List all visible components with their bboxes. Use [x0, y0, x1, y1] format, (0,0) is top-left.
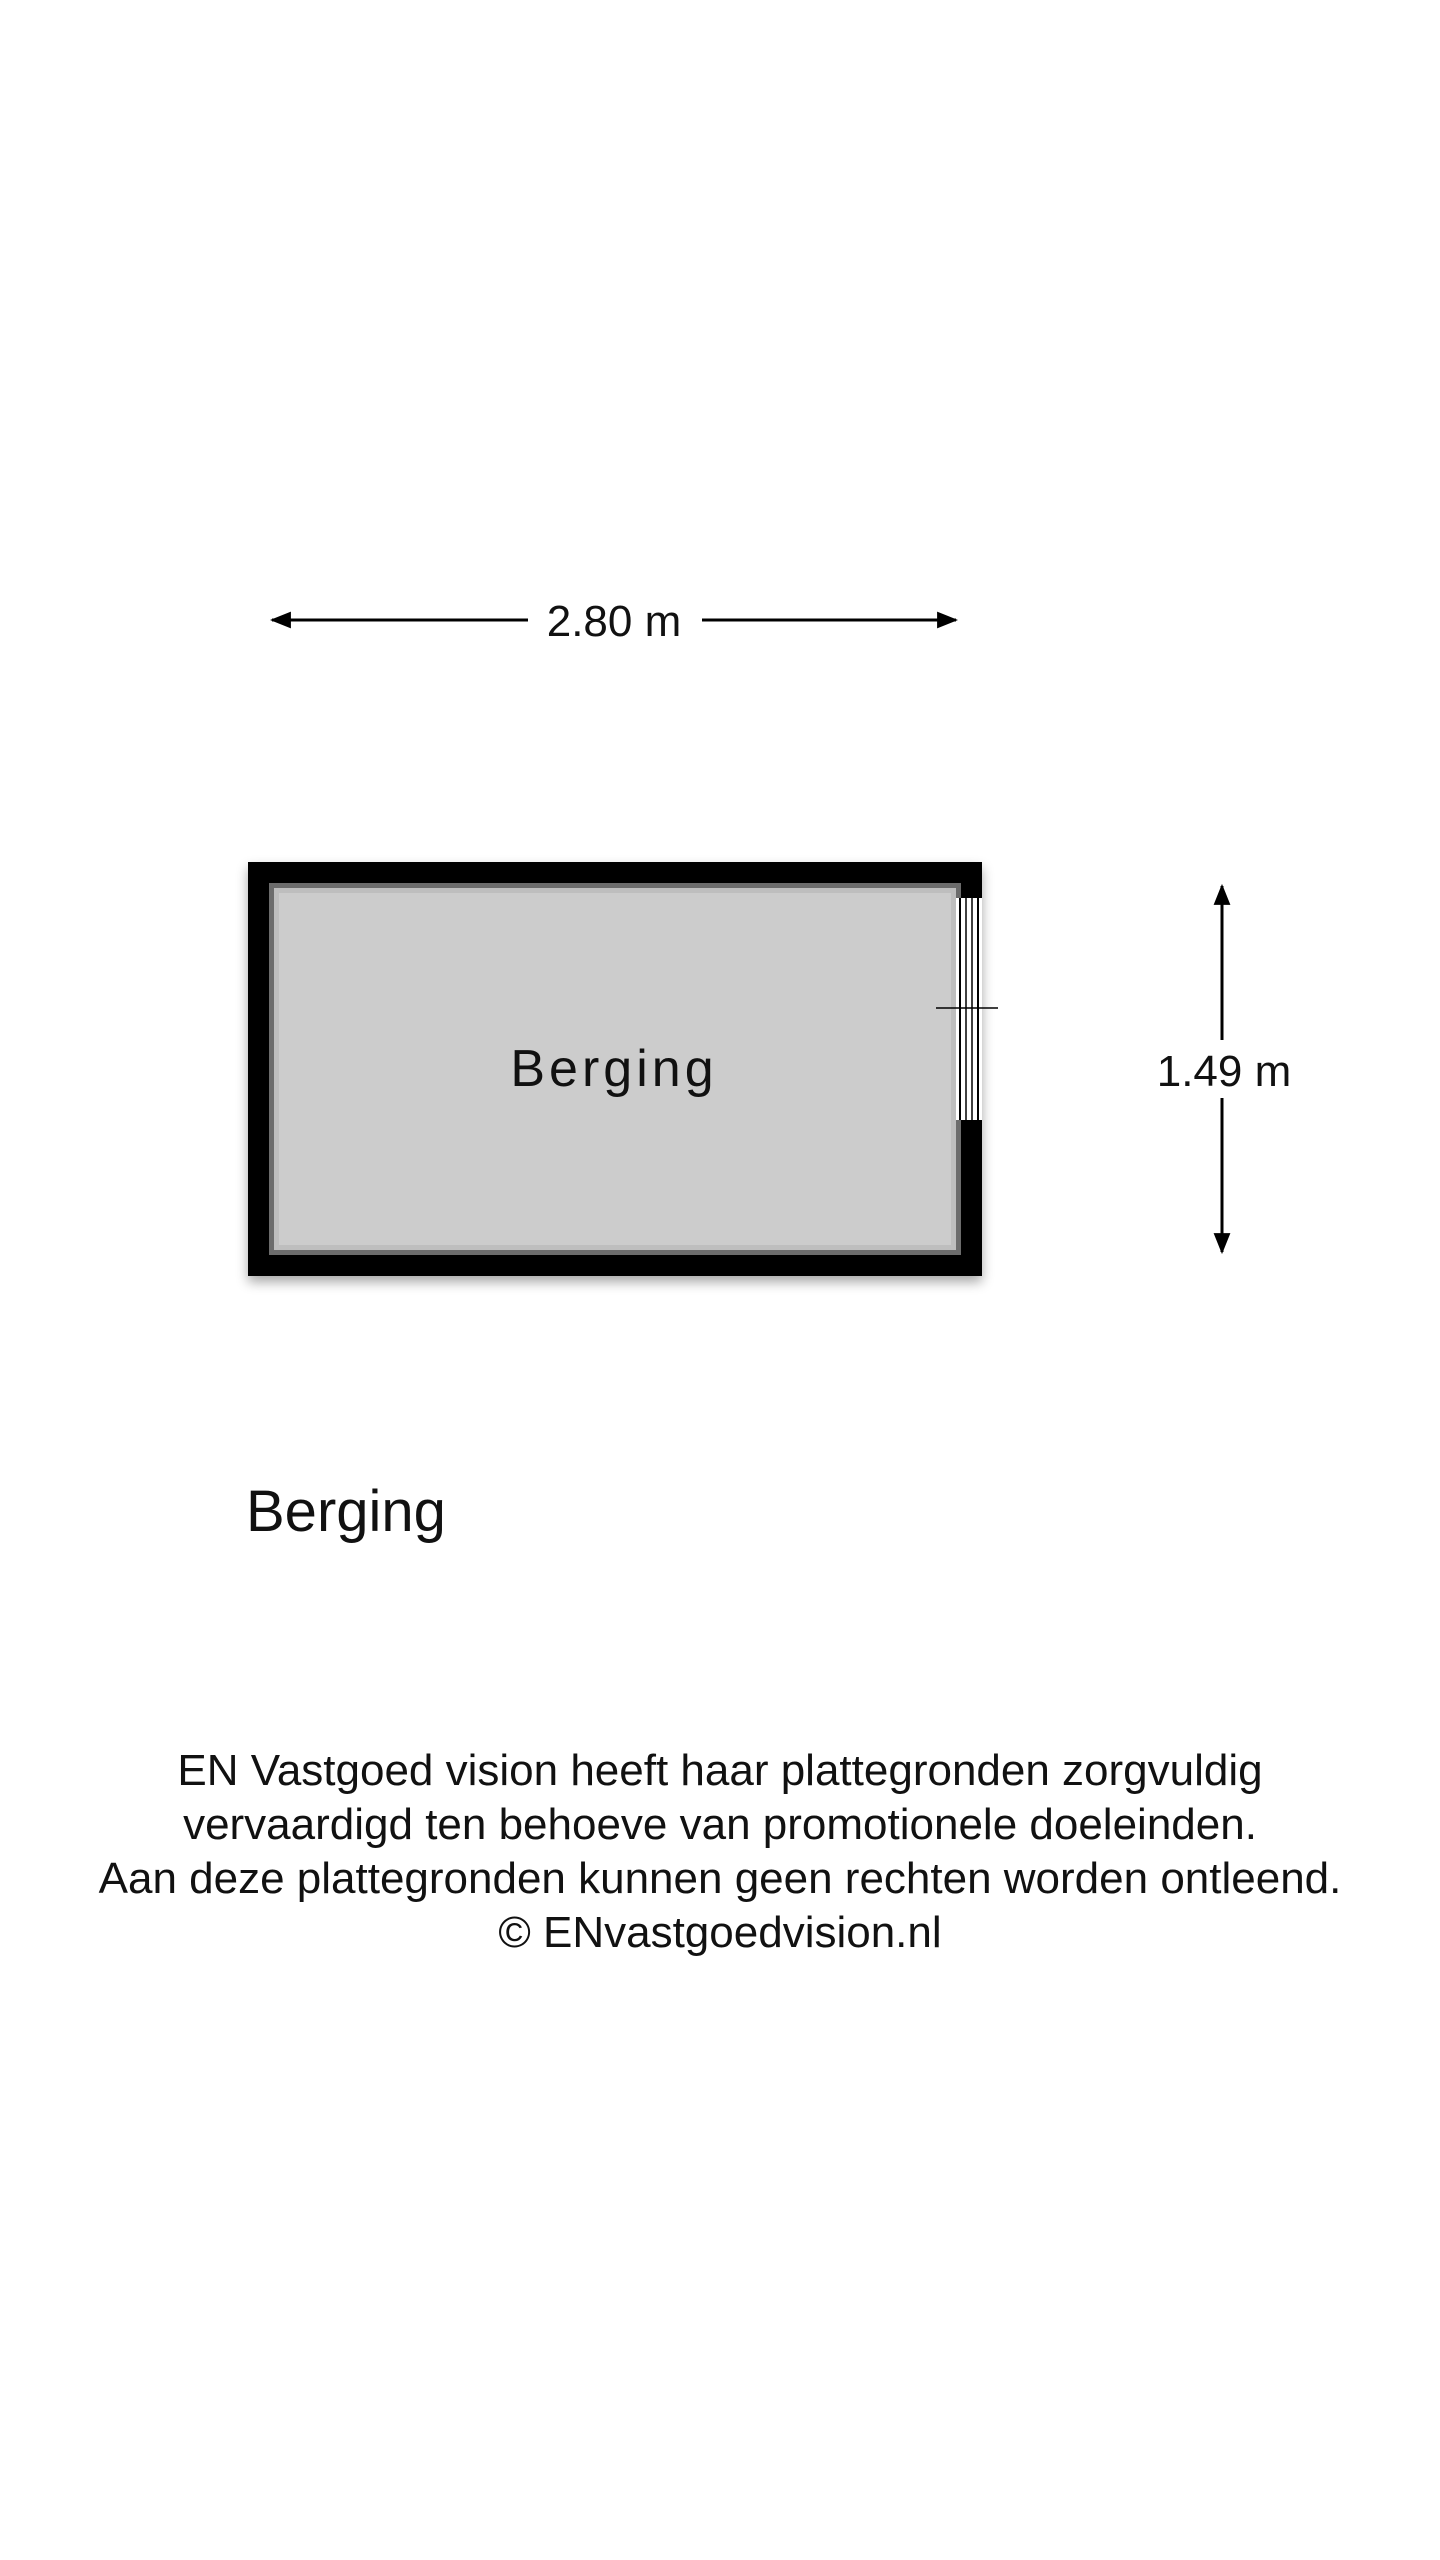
- floor-title: Berging: [246, 1479, 446, 1544]
- disclaimer-text: EN Vastgoed vision heeft haar plattegron…: [0, 1744, 1440, 1960]
- room-floor: [274, 888, 956, 1250]
- width-dimension: 2.80 m: [269, 597, 959, 646]
- disclaimer-line-2: vervaardigd ten behoeve van promotionele…: [183, 1800, 1257, 1849]
- room-storage: Berging: [248, 862, 998, 1276]
- disclaimer-line-3: Aan deze plattegronden kunnen geen recht…: [98, 1854, 1342, 1903]
- height-dimension: 1.49 m: [1157, 883, 1292, 1255]
- disclaimer-line-4: © ENvastgoedvision.nl: [498, 1908, 942, 1957]
- height-dimension-label: 1.49 m: [1157, 1047, 1292, 1096]
- floor-plan-diagram: 2.80 m Berging 1.49 m: [248, 597, 1292, 1276]
- door-opening: [936, 898, 998, 1120]
- room-label: Berging: [510, 1040, 717, 1098]
- disclaimer-line-1: EN Vastgoed vision heeft haar plattegron…: [177, 1746, 1263, 1795]
- width-dimension-label: 2.80 m: [547, 597, 682, 646]
